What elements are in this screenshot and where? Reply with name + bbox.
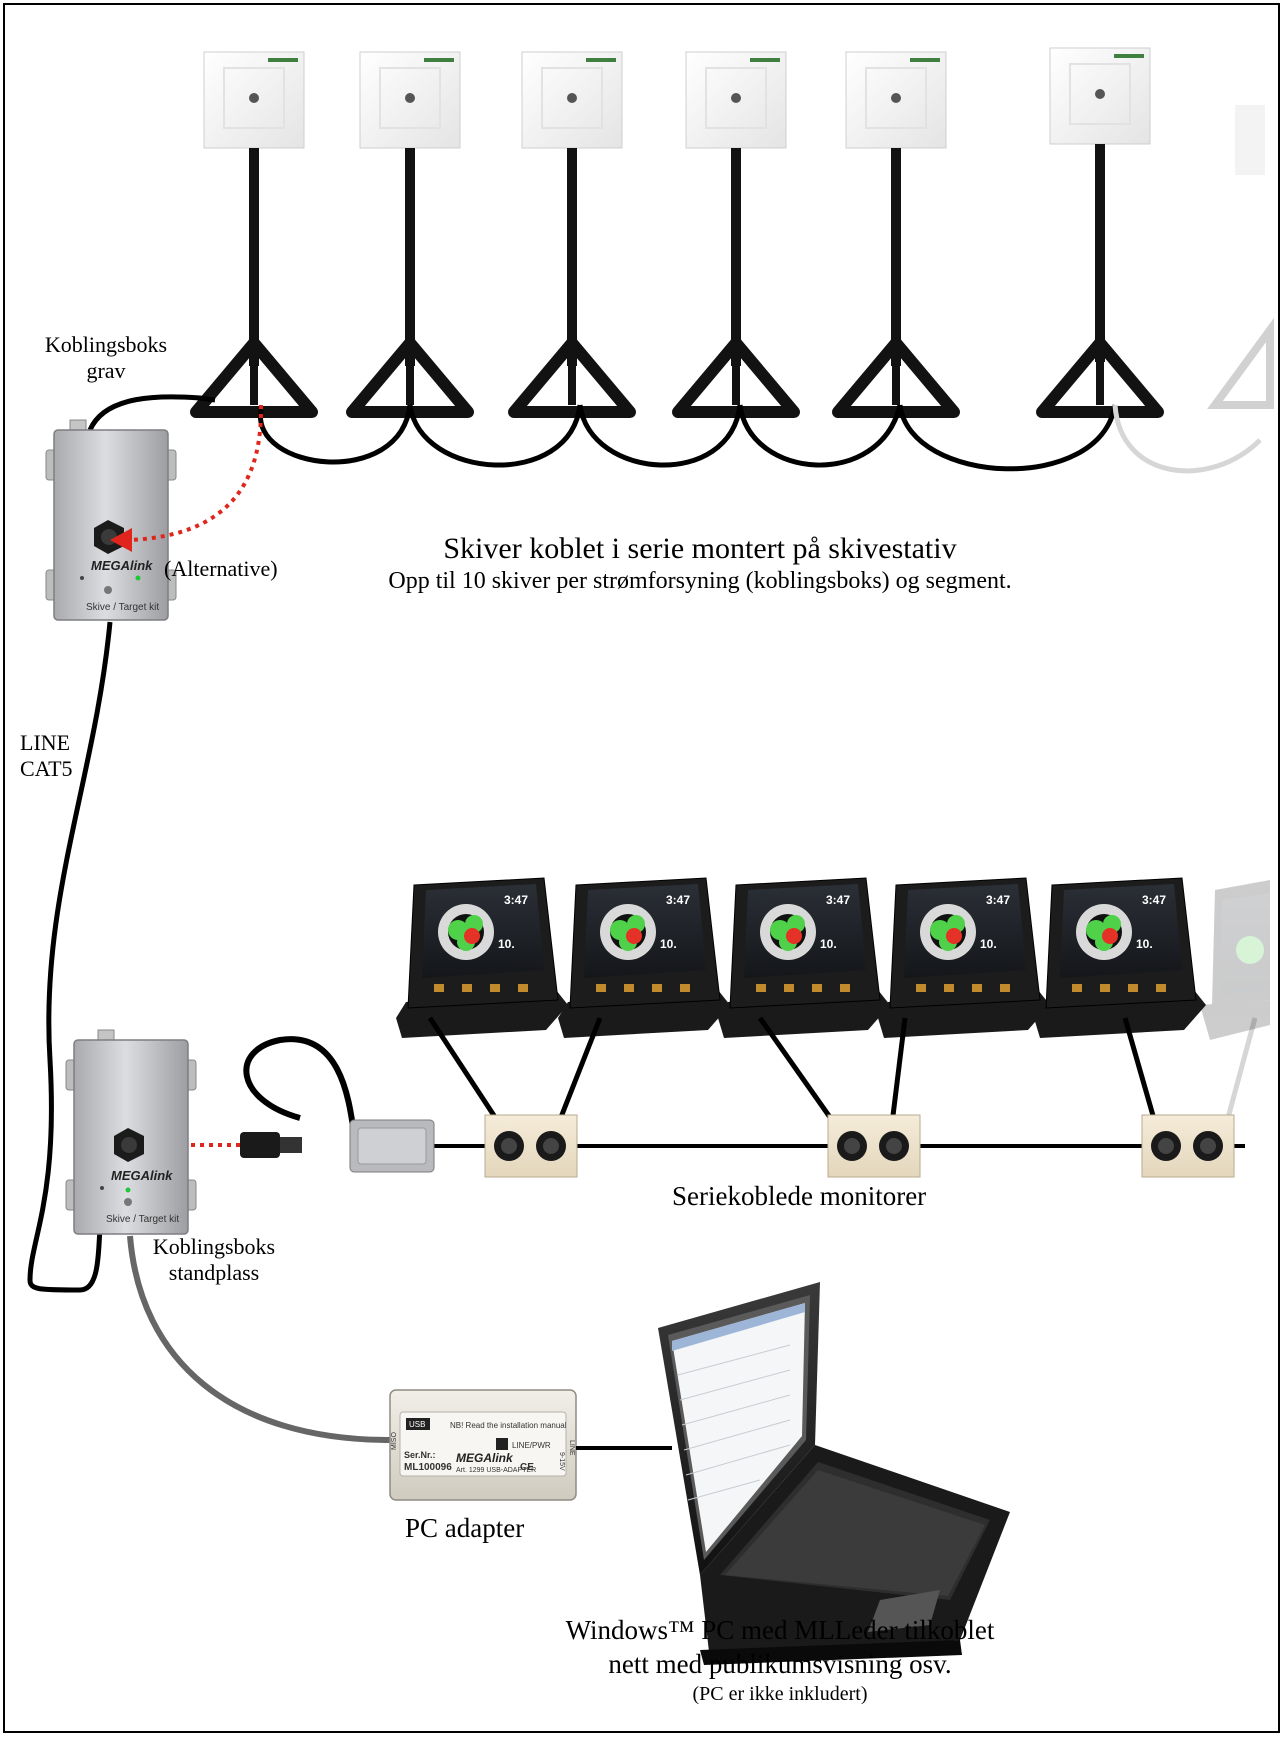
usb-side-left: MISO [391,1432,398,1450]
targets-caption-line1: Skiver koblet i serie montert på skivest… [443,532,957,565]
monitor-score: 10. [498,937,515,951]
line-cat5-label: LINE CAT5 [20,730,73,782]
target-tripod [508,337,636,418]
target-row [190,47,1164,418]
monitors-caption: Seriekoblede monitorer [672,1181,927,1211]
monitor-score: 10. [1136,937,1153,951]
grav-feed-cable [87,394,216,432]
target-pole [731,148,741,366]
pc-caption-line1: Windows™ PC med MLLeder tilkoblet [565,1615,995,1645]
shooter-monitor: 3:47 10. [1034,877,1206,1038]
usb-voltage: 9-15V [558,1452,565,1471]
usb-note: NB! Read the installation manual [450,1421,567,1430]
shooter-monitor: 3:47 10. [878,877,1050,1038]
junction-box-standplass: MEGAlink Skive / Target kit [65,1029,197,1235]
pc-adapter-cable [127,1235,391,1443]
target-tripod [190,337,318,418]
line-cat5-cable [27,621,113,1293]
usb-port-label: USB [409,1420,425,1429]
diagram-frame [3,3,1280,1733]
monitor-score: 10. [820,937,837,951]
splice-box [349,1119,435,1173]
target-pole [249,148,259,366]
hit-marker-last [1102,928,1118,944]
pc-caption-line2: nett med publikumsvisning osv. [608,1649,952,1679]
monitor-time: 3:47 [504,893,528,907]
shooter-monitor: 3:47 10. [558,877,730,1038]
usb-ser-label: Ser.Nr.: [404,1450,436,1460]
target-stand [190,51,318,418]
hit-marker-last [786,928,802,944]
hit-marker-last [946,928,962,944]
target-stand [508,51,636,418]
distribution-box [827,1114,921,1178]
monitor-time: 3:47 [826,893,850,907]
targets-caption-line2: Opp til 10 skiver per strømforsyning (ko… [388,568,1012,594]
distribution-box [1141,1114,1235,1178]
pc-adapter-label: PC adapter [405,1513,525,1543]
target-tripod [1036,337,1164,418]
usb-line-pwr-label: LINE/PWR [512,1441,551,1450]
pc-caption: Windows™ PC med MLLeder tilkoblet nett m… [500,1613,1060,1707]
box-label: Skive / Target kit [106,1214,179,1225]
koblingsboks-standplass-label: Koblingsboks standplass [128,1234,300,1286]
usb-brand: MEGAlink [456,1451,514,1465]
distribution-box [484,1114,578,1178]
usb-side-right: LINE [568,1440,575,1456]
shooter-monitor: 3:47 10. [396,877,568,1038]
monitor-time: 3:47 [666,893,690,907]
hit-marker-last [626,928,642,944]
usb-adapter: USB NB! Read the installation manual LIN… [389,1389,577,1501]
target-stand [832,51,960,418]
pc-caption-line3: (PC er ikke inkludert) [692,1683,868,1705]
box-brand: MEGAlink [111,1168,173,1183]
faded-cable [1112,404,1262,474]
box-label: Skive / Target kit [86,602,159,613]
shooter-monitor: 3:47 10. [718,877,890,1038]
usb-article: Art. 1299 USB-ADAPTER [456,1467,536,1474]
target-stand [672,51,800,418]
koblingsboks-grav-label: Koblingsboks grav [26,332,186,384]
distribution-boxes [484,1114,1235,1178]
line-cat5-line1: LINE [20,730,71,755]
koblingsboks-grav-line2: grav [86,358,126,383]
box-brand: MEGAlink [91,558,153,573]
monitor-time: 3:47 [986,893,1010,907]
usb-marks: CE [520,1462,534,1473]
line-cat5-line2: CAT5 [20,756,73,781]
alternative-label: (Alternative) [164,556,278,581]
monitor-score: 10. [980,937,997,951]
target-series-cable [258,404,1118,472]
laptop [658,1282,1010,1665]
target-pole [405,148,415,366]
koblingsboks-standplass-line1: Koblingsboks [152,1234,276,1259]
target-stand [346,51,474,418]
hit-marker-last [464,928,480,944]
usb-serial: ML100096 [404,1462,452,1473]
coil-cable [240,1036,358,1158]
junction-box-grav: MEGAlink Skive / Target kit [45,419,177,621]
target-pole [567,148,577,366]
target-stand [1036,47,1164,418]
monitor-time: 3:47 [1142,893,1166,907]
monitor-row: 3:47 10. 3:47 10. 3:47 10. 3:47 10. 3:47 10. [396,877,1206,1038]
alternative-arrow-head [110,528,132,552]
targets-caption: Skiver koblet i serie montert på skivest… [300,532,1100,596]
monitor-score: 10. [660,937,677,951]
faded-monitor [1200,880,1270,1040]
target-pole [1095,144,1105,362]
target-pole [891,148,901,366]
faded-target [1207,105,1274,409]
koblingsboks-grav-line1: Koblingsboks [44,332,168,357]
koblingsboks-standplass-line2: standplass [168,1260,260,1285]
target-tripod [672,337,800,418]
